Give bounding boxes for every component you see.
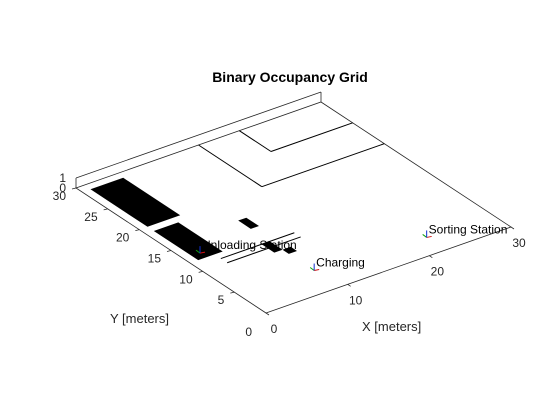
x-tick-label: 20 [431, 265, 445, 279]
y-tick-label: 20 [116, 231, 130, 245]
obstacle-blocks [90, 177, 297, 261]
y-tick-mark [135, 229, 140, 232]
marker-x-axis [314, 269, 320, 272]
z-tick-label: 0 [59, 181, 66, 195]
y-tick-label: 30 [53, 189, 67, 203]
x-tick-mark [265, 312, 270, 316]
obstacle-block [153, 222, 223, 261]
plane-back-top-edge [75, 91, 322, 179]
occupied-line [239, 130, 272, 152]
y-tick-mark [71, 187, 77, 190]
y-axis-label: Y [meters] [110, 311, 169, 326]
obstacle-block [90, 177, 181, 227]
y-tick-label: 5 [218, 293, 225, 307]
obstacle-block [238, 217, 259, 229]
marker-x-axis [199, 251, 206, 254]
occupied-line [261, 143, 385, 188]
location-label: Charging [316, 256, 365, 270]
y-tick-label: 15 [148, 252, 162, 266]
obstacle-block [282, 246, 297, 254]
y-tick-mark [198, 270, 203, 273]
location-label: Unloading Station [202, 238, 297, 252]
marker-x-axis [426, 235, 432, 238]
x-tick-label: 30 [512, 236, 526, 250]
x-axis-label: X [meters] [362, 319, 421, 334]
marker-y-axis [195, 249, 201, 254]
y-tick-label: 10 [179, 272, 193, 286]
obstacle-block [261, 241, 283, 253]
obstacle-lines [198, 122, 385, 264]
x-tick-mark [510, 226, 515, 230]
x-tick-mark [429, 255, 433, 258]
location-label: Sorting Station [429, 222, 508, 236]
z-tick-label: 1 [59, 171, 66, 185]
occupied-line [227, 236, 301, 264]
y-tick-label: 0 [245, 325, 252, 339]
y-tick-label: 25 [84, 210, 98, 224]
x-tick-label: 0 [271, 322, 278, 336]
x-tick-mark [347, 284, 351, 287]
location-marker: Charging [309, 256, 365, 272]
location-marker: Sorting Station [422, 222, 508, 238]
y-tick-mark [166, 250, 172, 252]
occupied-line [270, 122, 353, 152]
marker-y-axis [309, 267, 315, 271]
location-marker: Unloading Station [195, 238, 297, 254]
marker-y-axis [422, 234, 427, 238]
occupied-line [198, 144, 263, 188]
x-tick-label: 10 [349, 293, 363, 307]
y-tick-mark [230, 291, 235, 294]
chart-title: Binary Occupancy Grid [212, 69, 368, 85]
occupied-line [220, 232, 295, 260]
y-tick-mark [103, 208, 108, 211]
